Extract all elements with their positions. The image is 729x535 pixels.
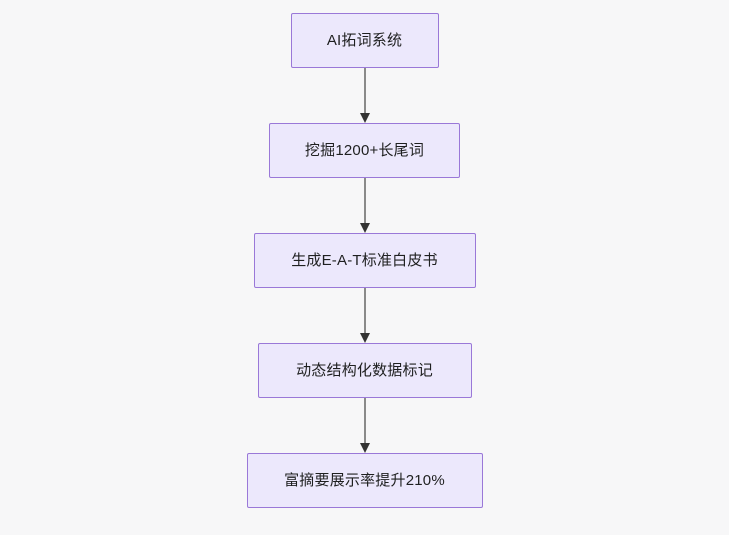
node-label: AI拓词系统 xyxy=(326,31,403,49)
node-label: 生成E-A-T标准白皮书 xyxy=(291,251,438,269)
flowchart-node-generate-eat-whitepaper[interactable]: 生成E-A-T标准白皮书 xyxy=(253,233,476,288)
edge-line xyxy=(363,398,366,444)
flowchart-node-mine-longtail-keywords[interactable]: 挖掘1200+长尾词 xyxy=(269,123,460,178)
flowchart-edge-n2-n3 xyxy=(358,178,372,233)
flowchart-edge-n3-n4 xyxy=(358,288,372,343)
node-label: 挖掘1200+长尾词 xyxy=(304,141,425,159)
edge-line xyxy=(363,288,366,334)
flowchart-node-dynamic-structured-data-markup[interactable]: 动态结构化数据标记 xyxy=(257,343,472,398)
flowchart-edge-n4-n5 xyxy=(358,398,372,453)
flowchart-node-rich-snippet-impression-lift[interactable]: 富摘要展示率提升210% xyxy=(246,453,483,508)
edge-line xyxy=(363,178,366,224)
arrowhead-down-icon xyxy=(359,443,370,453)
edge-line xyxy=(363,68,366,114)
flowchart-edge-n1-n2 xyxy=(358,68,372,123)
arrowhead-down-icon xyxy=(359,223,370,233)
arrowhead-down-icon xyxy=(359,113,370,123)
node-label: 动态结构化数据标记 xyxy=(296,361,433,379)
node-label: 富摘要展示率提升210% xyxy=(284,471,445,489)
flowchart-node-ai-keyword-system[interactable]: AI拓词系统 xyxy=(290,13,439,68)
arrowhead-down-icon xyxy=(359,333,370,343)
